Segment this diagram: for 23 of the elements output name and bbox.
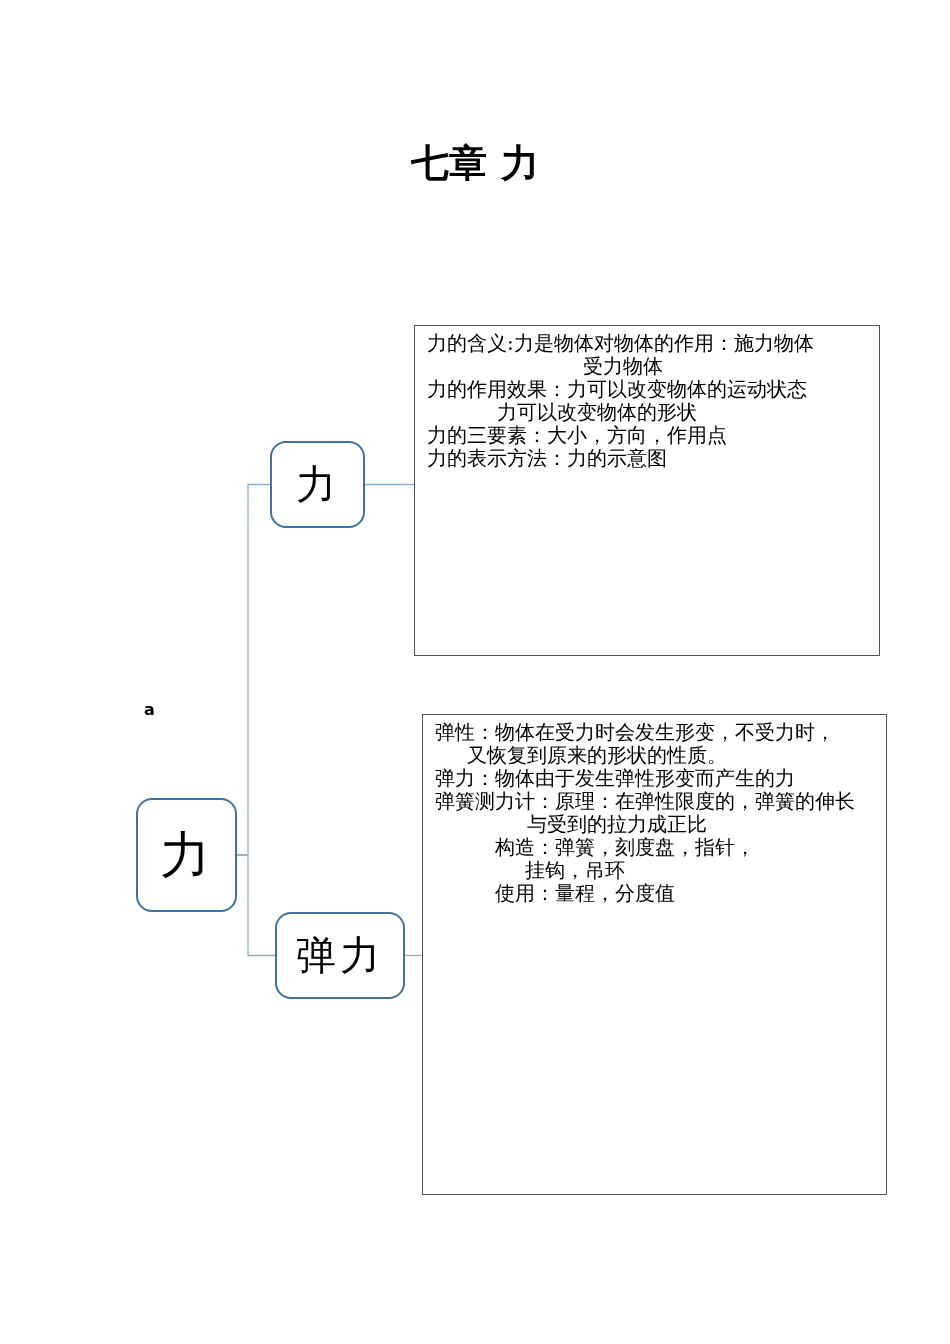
note-label: a bbox=[144, 700, 155, 719]
text-line: 力的含义:力是物体对物体的作用：施力物体 bbox=[427, 332, 814, 355]
text-line: 力可以改变物体的形状 bbox=[497, 401, 697, 424]
topic-label: 弹力 bbox=[296, 932, 384, 980]
topic-box bbox=[136, 798, 237, 912]
connector-line bbox=[236, 854, 276, 957]
text-line: 弹簧测力计：原理：在弹性限度的，弹簧的伸长与受到的拉力成正比 bbox=[435, 790, 856, 836]
text-line: 弹性：物体在受力时会发生形变，不受力时，又恢复到原来的形状的性质。 bbox=[435, 721, 836, 767]
topic-label: 力 bbox=[295, 461, 340, 509]
text-line: 使用：量程，分度值 bbox=[495, 882, 675, 905]
text-line: 弹力：物体由于发生弹性形变而产生的力 bbox=[435, 767, 795, 790]
note-box bbox=[414, 325, 880, 656]
text-line: 力的三要素：大小，方向，作用点 bbox=[427, 424, 727, 447]
note-box bbox=[422, 714, 887, 1195]
topic-box bbox=[275, 912, 405, 999]
connector-line bbox=[364, 483, 415, 486]
text-line: 力的作用效果：力可以改变物体的运动状态 bbox=[427, 378, 807, 401]
topic-box bbox=[270, 441, 365, 528]
topic-label: 力 bbox=[159, 825, 214, 885]
text-line: 力的表示方法：力的示意图 bbox=[427, 447, 667, 470]
text-line: 构造：弹簧，刻度盘，指针，挂钩，吊环 bbox=[495, 836, 756, 882]
text-line: 受力物体 bbox=[583, 355, 663, 378]
title: 七章 力 bbox=[409, 140, 540, 187]
